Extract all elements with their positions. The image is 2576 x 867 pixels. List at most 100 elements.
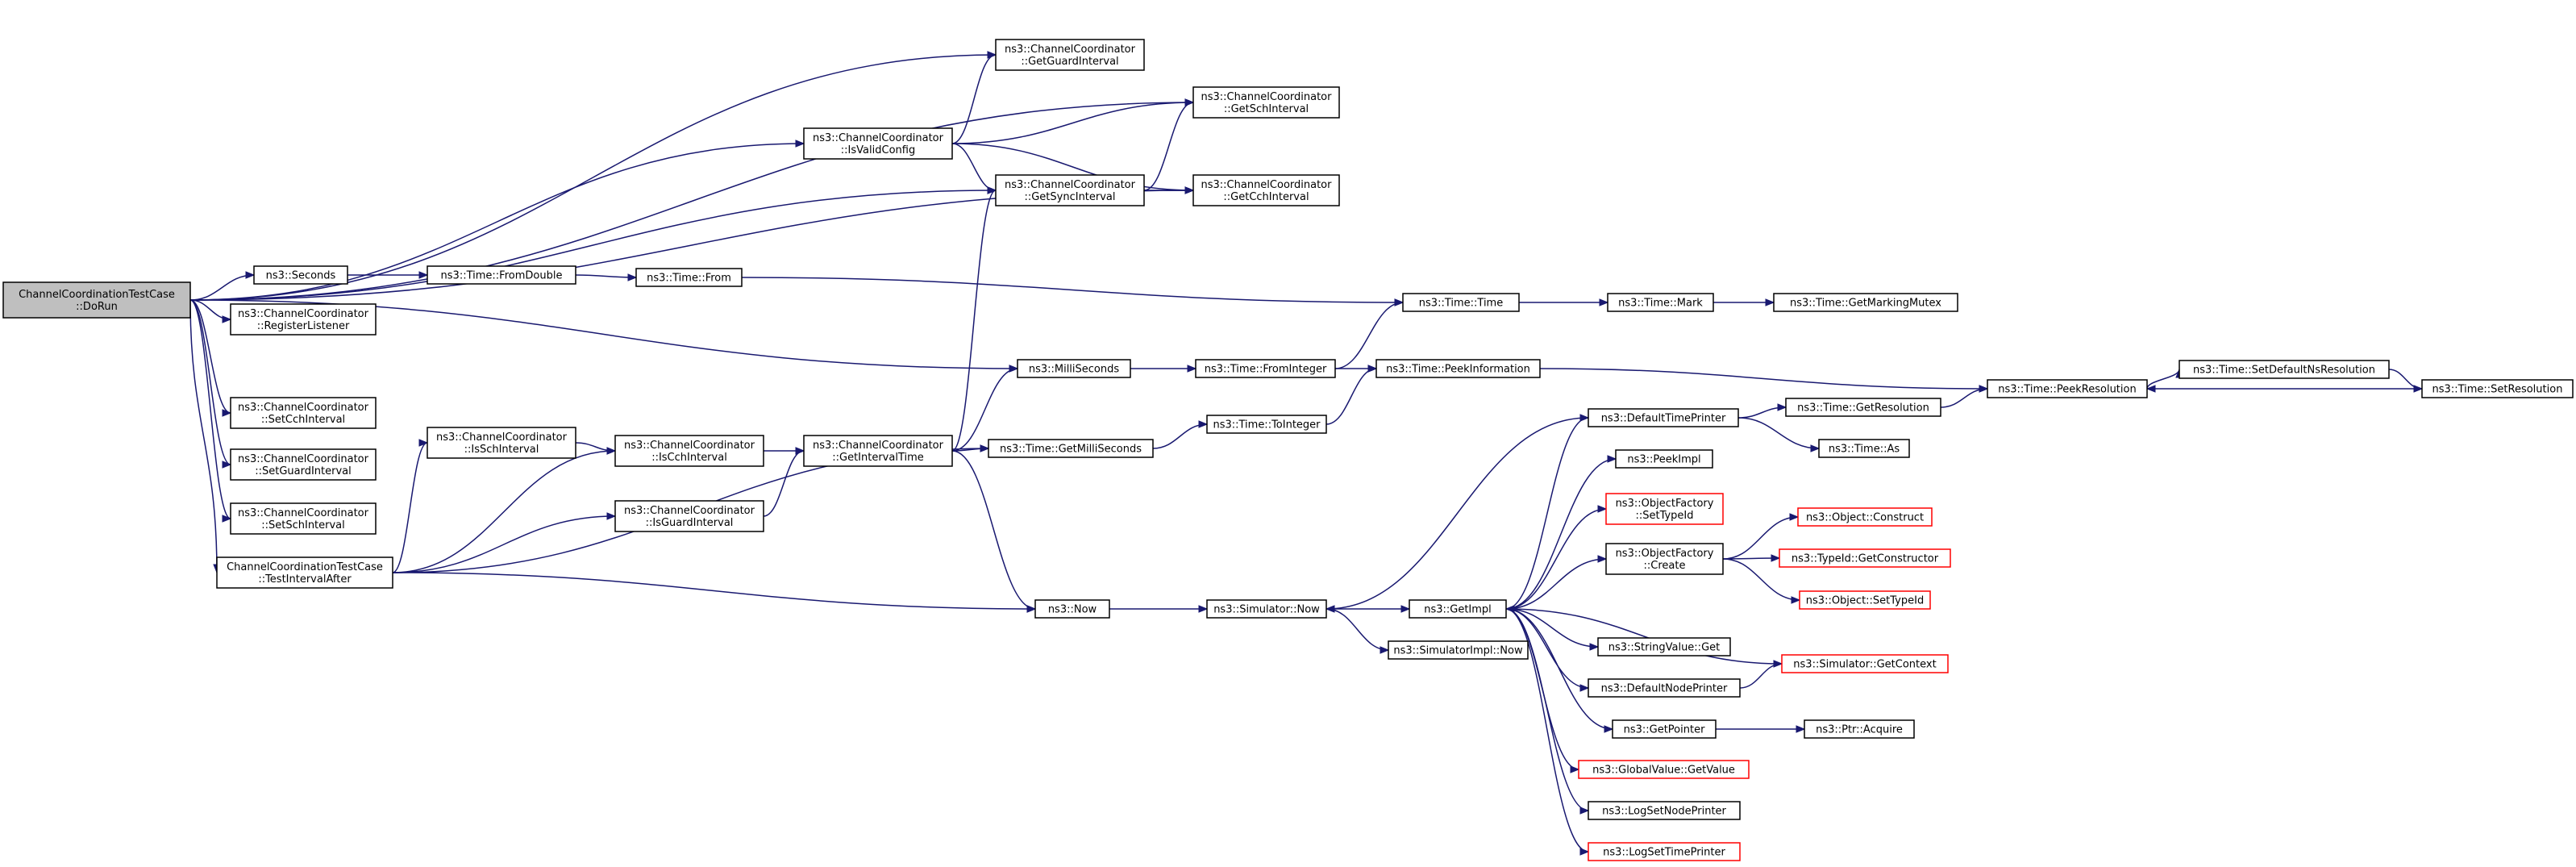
- node-label: ::SetGuardInterval: [255, 465, 352, 477]
- edge-isguard-to-getinterval: [763, 447, 805, 517]
- node-label: ::IsGuardInterval: [646, 517, 734, 529]
- node-label: ns3::Time::From: [647, 273, 731, 285]
- node-getcch[interactable]: ns3::ChannelCoordinator::GetCchInterval: [1192, 174, 1340, 206]
- arrowhead-icon: [1026, 605, 1037, 613]
- node-getsync[interactable]: ns3::ChannelCoordinator::GetSyncInterval: [995, 174, 1145, 206]
- node-label: ns3::LogSetTimePrinter: [1603, 847, 1725, 859]
- node-box: [230, 448, 377, 481]
- node-issch[interactable]: ns3::ChannelCoordinator::IsSchInterval: [427, 427, 576, 459]
- edge-line: [1722, 516, 1799, 560]
- node-ofsettypeid[interactable]: ns3::ObjectFactory::SetTypeId: [1605, 493, 1724, 525]
- node-tointeger[interactable]: ns3::Time::ToInteger: [1206, 415, 1327, 434]
- node-iscch[interactable]: ns3::ChannelCoordinator::IsCchInterval: [614, 435, 764, 467]
- arrowhead-icon: [1184, 186, 1195, 194]
- node-logtimeprinter[interactable]: ns3::LogSetTimePrinter: [1588, 842, 1741, 861]
- arrowhead-icon: [1198, 605, 1209, 613]
- node-milliseconds[interactable]: ns3::MilliSeconds: [1017, 359, 1131, 378]
- node-simnow[interactable]: ns3::Simulator::Now: [1206, 599, 1327, 619]
- node-getcontext[interactable]: ns3::Simulator::GetContext: [1781, 654, 1949, 673]
- node-getconstructor[interactable]: ns3::TypeId::GetConstructor: [1779, 548, 1951, 568]
- node-isvalid[interactable]: ns3::ChannelCoordinator::IsValidConfig: [803, 127, 953, 160]
- edge-dorun-to-setguard: [189, 299, 232, 469]
- edge-peekinfo-to-peekres: [1539, 368, 1989, 393]
- node-label: ::Create: [1644, 560, 1686, 572]
- arrowhead-icon: [222, 515, 232, 523]
- edge-getimpl-to-ofcreate: [1505, 555, 1608, 610]
- edge-fromdouble-to-from: [575, 273, 638, 281]
- node-box: [1785, 398, 1941, 417]
- arrowhead-icon: [1597, 505, 1608, 513]
- node-box: [1607, 293, 1714, 312]
- node-getinterval[interactable]: ns3::ChannelCoordinator::GetIntervalTime: [803, 435, 953, 467]
- node-setschint[interactable]: ns3::ChannelCoordinator::SetSchInterval: [230, 502, 377, 535]
- node-box: [1588, 408, 1739, 427]
- edge-line: [763, 450, 805, 517]
- node-globalget[interactable]: ns3::GlobalValue::GetValue: [1578, 760, 1750, 779]
- arrowhead-icon: [1009, 365, 1019, 373]
- node-label: ns3::Time::Mark: [1618, 298, 1703, 310]
- node-getmilli[interactable]: ns3::Time::GetMilliSeconds: [988, 439, 1154, 458]
- node-box: [1773, 293, 1958, 312]
- edge-line: [189, 143, 805, 301]
- node-getguard[interactable]: ns3::ChannelCoordinator::GetGuardInterva…: [995, 39, 1145, 71]
- node-setdefaultns[interactable]: ns3::Time::SetDefaultNsResolution: [2179, 360, 2390, 379]
- node-defnodeprinter[interactable]: ns3::DefaultNodePrinter: [1588, 678, 1741, 698]
- node-seconds[interactable]: ns3::Seconds: [253, 265, 348, 285]
- edge-getimpl-to-strvalget: [1505, 608, 1600, 651]
- node-label: ::RegisterListener: [257, 320, 350, 332]
- edge-milliseconds-to-frominteger: [1130, 365, 1197, 373]
- node-ofcreate[interactable]: ns3::ObjectFactory::Create: [1605, 543, 1724, 575]
- node-objconstruct[interactable]: ns3::Object::Construct: [1797, 507, 1933, 527]
- node-timetime[interactable]: ns3::Time::Time: [1402, 293, 1520, 312]
- node-getpointer[interactable]: ns3::GetPointer: [1612, 719, 1717, 739]
- node-mark[interactable]: ns3::Time::Mark: [1607, 293, 1714, 312]
- node-fromdouble[interactable]: ns3::Time::FromDouble: [427, 265, 576, 285]
- node-box: [216, 556, 393, 589]
- node-timeas[interactable]: ns3::Time::As: [1818, 439, 1910, 458]
- node-getimpl[interactable]: ns3::GetImpl: [1409, 599, 1507, 619]
- node-setres[interactable]: ns3::Time::SetResolution: [2421, 379, 2574, 398]
- node-label: ns3::Time::Time: [1419, 298, 1503, 310]
- node-defaulttimeprinter[interactable]: ns3::DefaultTimePrinter: [1588, 408, 1739, 427]
- node-objsettypeid[interactable]: ns3::Object::SetTypeId: [1799, 590, 1931, 610]
- node-isguard[interactable]: ns3::ChannelCoordinator::IsGuardInterval: [614, 500, 764, 532]
- node-from[interactable]: ns3::Time::From: [635, 268, 743, 287]
- node-setguard[interactable]: ns3::ChannelCoordinator::SetGuardInterva…: [230, 448, 377, 481]
- node-label: ns3::Time::FromInteger: [1205, 364, 1327, 376]
- node-box: [1797, 507, 1933, 527]
- node-simimplnow[interactable]: ns3::SimulatorImpl::Now: [1388, 640, 1529, 660]
- arrowhead-icon: [606, 512, 617, 520]
- edge-testafter-to-issch: [392, 439, 429, 573]
- node-peekimpl[interactable]: ns3::PeekImpl: [1615, 449, 1713, 469]
- node-label: ::GetSyncInterval: [1024, 191, 1115, 203]
- edge-line: [1505, 608, 1613, 730]
- node-dorun[interactable]: ChannelCoordinationTestCase::DoRun: [2, 281, 191, 319]
- node-label: ns3::StringValue::Get: [1608, 642, 1720, 654]
- node-peekinfo[interactable]: ns3::Time::PeekInformation: [1375, 359, 1541, 378]
- node-label: ns3::GetPointer: [1624, 724, 1705, 736]
- node-getsch[interactable]: ns3::ChannelCoordinator::GetSchInterval: [1192, 86, 1340, 119]
- node-label: ns3::Object::SetTypeId: [1806, 595, 1924, 607]
- node-reglistener[interactable]: ns3::ChannelCoordinator::RegisterListene…: [230, 303, 377, 336]
- edge-line: [1539, 368, 1988, 390]
- node-frominteger[interactable]: ns3::Time::FromInteger: [1195, 359, 1336, 378]
- node-label: ns3::ChannelCoordinator: [813, 440, 944, 452]
- arrowhead-icon: [245, 271, 256, 279]
- node-lognodeprinter[interactable]: ns3::LogSetNodePrinter: [1588, 801, 1741, 820]
- node-strvalget[interactable]: ns3::StringValue::Get: [1597, 637, 1731, 657]
- node-now[interactable]: ns3::Now: [1034, 599, 1110, 619]
- node-testafter[interactable]: ChannelCoordinationTestCase::TestInterva…: [216, 556, 393, 589]
- node-label: ns3::TypeId::GetConstructor: [1792, 553, 1939, 565]
- node-setcch[interactable]: ns3::ChannelCoordinator::SetCchInterval: [230, 397, 377, 429]
- edge-dorun-to-setschint: [189, 299, 232, 523]
- node-getmarking[interactable]: ns3::Time::GetMarkingMutex: [1773, 293, 1958, 312]
- edge-line: [392, 572, 1036, 610]
- node-getresolution[interactable]: ns3::Time::GetResolution: [1785, 398, 1941, 417]
- arrowhead-icon: [1570, 765, 1580, 773]
- node-peekres[interactable]: ns3::Time::PeekResolution: [1987, 379, 2148, 398]
- arrowhead-icon: [1380, 646, 1390, 654]
- arrowhead-icon: [627, 273, 638, 281]
- node-ptracquire[interactable]: ns3::Ptr::Acquire: [1804, 719, 1915, 739]
- edge-line: [1505, 458, 1617, 610]
